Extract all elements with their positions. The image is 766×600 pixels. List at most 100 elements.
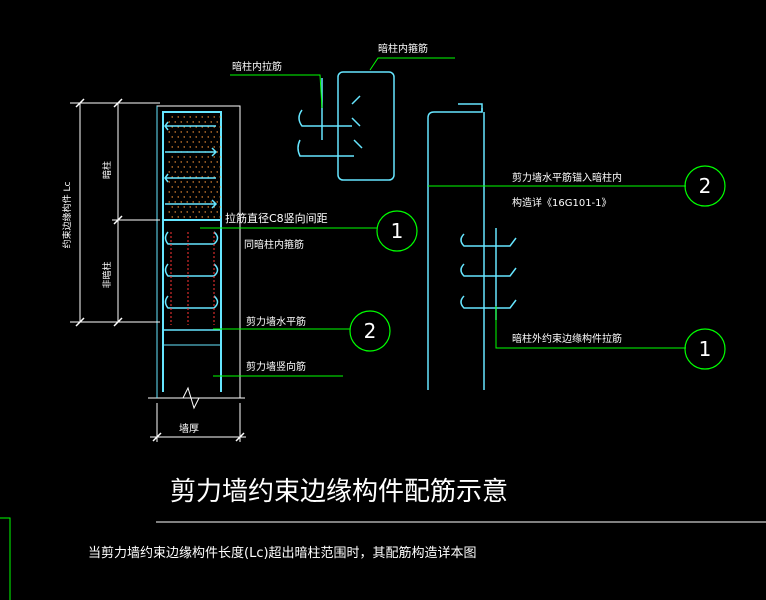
dimension-ticks [75, 98, 245, 442]
dimension-lines [70, 102, 246, 442]
rebar-dot [168, 191, 170, 193]
rebar-dot [219, 116, 221, 118]
rebar-dot [198, 141, 200, 143]
extension-ties [164, 231, 219, 309]
rebar-dot [210, 211, 212, 213]
rebar-dot [168, 121, 170, 123]
rebar-dot [171, 116, 173, 118]
rebar-dot [207, 136, 209, 138]
rebar-dot [180, 121, 182, 123]
rebar-dot [198, 121, 200, 123]
rebar-dot [195, 206, 197, 208]
rebar-dot [195, 216, 197, 218]
rebar-dot [216, 141, 218, 143]
right-tie-label: 暗柱外约束边缘构件拉筋 [512, 332, 622, 345]
rebar-dot [177, 116, 179, 118]
tie-spec-label: 拉筋直径C8竖向间距 [225, 211, 328, 225]
rebar-dot [198, 201, 200, 203]
rebar-dot [168, 141, 170, 143]
rebar-dot [171, 146, 173, 148]
break-symbol [148, 386, 245, 410]
rebar-dot [198, 171, 200, 173]
rebar-dot [168, 211, 170, 213]
rebar-dot [216, 131, 218, 133]
rebar-dot [198, 161, 200, 163]
rebar-dot [186, 191, 188, 193]
right-horiz-label-2: 构造详《16G101-1》 [512, 196, 612, 209]
rebar-dot [174, 161, 176, 163]
concealed-column-stirrup [162, 111, 222, 221]
rebar-dot [201, 166, 203, 168]
rebar-dot [201, 206, 203, 208]
rebar-dots [168, 116, 221, 218]
rebar-dot [207, 116, 209, 118]
rebar-dot [189, 116, 191, 118]
rebar-dot [204, 121, 206, 123]
rebar-dot [192, 181, 194, 183]
rebar-dot [198, 191, 200, 193]
rebar-dot [186, 181, 188, 183]
rebar-dot [189, 166, 191, 168]
rebar-dot [204, 161, 206, 163]
rebar-dot [201, 136, 203, 138]
rebar-dot [174, 181, 176, 183]
rebar-dot [195, 186, 197, 188]
rebar-dot [207, 196, 209, 198]
rebar-dot [171, 156, 173, 158]
rebar-dot [186, 141, 188, 143]
top-leaders [230, 57, 455, 109]
rebar-dot [219, 176, 221, 178]
rebar-dot [210, 161, 212, 163]
rebar-dot [192, 211, 194, 213]
rebar-dot [177, 136, 179, 138]
rebar-dot [192, 131, 194, 133]
rebar-dot [213, 216, 215, 218]
right-hook-top [458, 103, 483, 112]
rebar-dot [168, 131, 170, 133]
rebar-dot [171, 166, 173, 168]
rebar-dot [213, 196, 215, 198]
rebar-dot [213, 166, 215, 168]
rebar-dot [213, 146, 215, 148]
rebar-dot [213, 136, 215, 138]
rebar-dot [216, 211, 218, 213]
rebar-dot [180, 171, 182, 173]
rebar-dot [189, 146, 191, 148]
rebar-dot [201, 196, 203, 198]
rebar-dot [168, 171, 170, 173]
rebar-dot [183, 206, 185, 208]
rebar-dot [177, 216, 179, 218]
rebar-dot [204, 211, 206, 213]
rebar-dot [192, 191, 194, 193]
vert-bar-label: 剪力墙竖向筋 [246, 360, 306, 373]
rebar-dot [180, 141, 182, 143]
rebar-dot [204, 181, 206, 183]
rebar-dot [198, 131, 200, 133]
rebar-dot [180, 131, 182, 133]
dim-lc-label: 约束边缘构件 Lc [61, 182, 73, 249]
rebar-dot [174, 121, 176, 123]
rebar-dot [189, 156, 191, 158]
rebar-dot [177, 166, 179, 168]
rebar-dot [192, 201, 194, 203]
rebar-dot [204, 131, 206, 133]
wall-outline [156, 105, 241, 399]
rebar-dot [189, 186, 191, 188]
rebar-dot [219, 156, 221, 158]
callout-circle-1-right [684, 328, 726, 370]
callout-2-right: 2 [699, 174, 712, 198]
rebar-dot [183, 156, 185, 158]
rebar-dot [186, 171, 188, 173]
rebar-dot [183, 186, 185, 188]
callout-circle-2-left [349, 310, 391, 352]
rebar-dot [195, 136, 197, 138]
rebar-dot [174, 171, 176, 173]
rebar-dot [216, 191, 218, 193]
rebar-dot [168, 181, 170, 183]
rebar-dot [192, 121, 194, 123]
right-wall-bar-outer [427, 108, 483, 390]
callout-1-right: 1 [699, 337, 712, 361]
rebar-dot [201, 186, 203, 188]
rebar-dot [210, 171, 212, 173]
rebar-dot [219, 166, 221, 168]
